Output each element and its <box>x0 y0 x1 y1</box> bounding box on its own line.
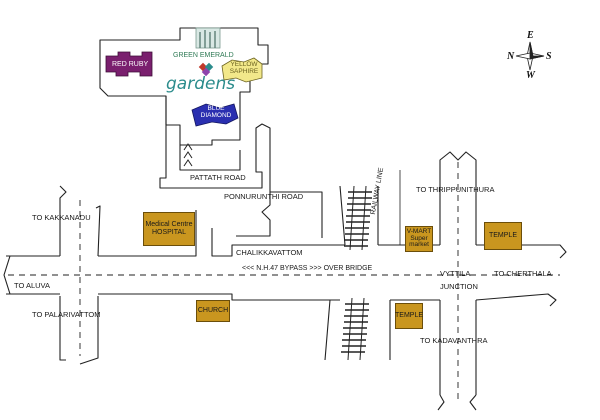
chalikkavattom-label: CHALIKKAVATTOM <box>236 248 303 257</box>
green-emerald-tower <box>195 27 221 49</box>
blue-diamond-label-line1: BLUE <box>207 105 225 112</box>
ponnurunthi-road <box>236 192 271 237</box>
compass-letter-w: W <box>526 70 535 81</box>
left-vertical-road-w <box>59 185 67 256</box>
yellow-saphire-label-line2: SAPHIRE <box>229 67 259 75</box>
temple-right-landmark: TEMPLE <box>484 222 522 250</box>
temple-lower-landmark: TEMPLE <box>395 303 423 329</box>
nh47-bypass-label: <<< N.H.47 BYPASS >>> OVER BRIDGE <box>242 265 373 272</box>
blue-diamond-label-line2: DIAMOND <box>200 111 232 119</box>
railway-track <box>341 185 372 361</box>
compass-rose <box>515 41 545 71</box>
vmart-line1: V-MART <box>406 227 432 235</box>
direction-chevrons <box>183 143 193 167</box>
to-palarivattom-label: TO PALARIVATTOM <box>32 310 101 319</box>
church-landmark: CHURCH <box>196 300 230 322</box>
overbridge-sides <box>324 185 391 361</box>
left-vertical-road-sw <box>59 296 66 361</box>
to-cherthala-label: TO CHERTHALA <box>494 269 552 278</box>
bypass-south <box>6 293 557 307</box>
medical-centre-hospital: Medical Centre HOSPITAL <box>143 212 195 246</box>
green-emerald-label: GREEN EMERALD <box>173 52 234 59</box>
red-ruby-block <box>105 51 153 77</box>
junction-label: JUNCTION <box>440 282 478 291</box>
medical-centre-line2: HOSPITAL <box>151 229 187 236</box>
yellow-saphire-block <box>221 57 263 83</box>
compass-letter-s: S <box>546 51 552 62</box>
ponnurunthi-road-label: PONNURUNTHI ROAD <box>224 192 304 201</box>
pattath-road-label: PATTATH ROAD <box>190 173 246 182</box>
vmart-line3: market <box>409 241 429 249</box>
to-kakkanadu-label: TO KAKKANADU <box>32 213 91 222</box>
right-vertical-road <box>439 180 477 395</box>
project-boundary <box>99 27 269 146</box>
to-kadavanthra-label: TO KADAVANTHRA <box>420 336 488 345</box>
vmart-line2: Super <box>410 234 428 242</box>
yellow-saphire-label-line1: YELLOW <box>230 61 258 68</box>
medical-centre-line1: Medical Centre <box>145 220 193 228</box>
to-aluva-label: TO ALUVA <box>14 281 50 290</box>
vmart-supermarket: V-MART Super market <box>405 226 433 252</box>
temple-lower-label: TEMPLE <box>395 311 424 319</box>
compass-letter-n: N <box>507 51 515 62</box>
blue-diamond-label: BLUE DIAMOND <box>196 105 236 120</box>
right-vertical-bottom <box>437 394 477 411</box>
right-vertical-top <box>439 151 477 180</box>
left-vertical-road-se <box>79 296 99 365</box>
blue-diamond-block <box>191 103 239 127</box>
temple-right-label: TEMPLE <box>488 231 517 239</box>
access-road-inner <box>179 145 241 171</box>
left-vertical-road-e <box>95 205 101 257</box>
bypass-north <box>6 210 567 259</box>
red-ruby-label: RED RUBY <box>112 61 149 68</box>
church-label: CHURCH <box>197 306 229 314</box>
vyttila-label: VYTTILA <box>440 269 471 278</box>
to-thrippunithura-label: TO THRIPPUNITHURA <box>416 185 495 194</box>
bypass-left-edge <box>3 255 11 295</box>
yellow-saphire-label: YELLOW SAPHIRE <box>228 61 260 76</box>
gardens-logo-text: gardens <box>166 74 236 94</box>
compass-letter-e: E <box>527 30 534 41</box>
